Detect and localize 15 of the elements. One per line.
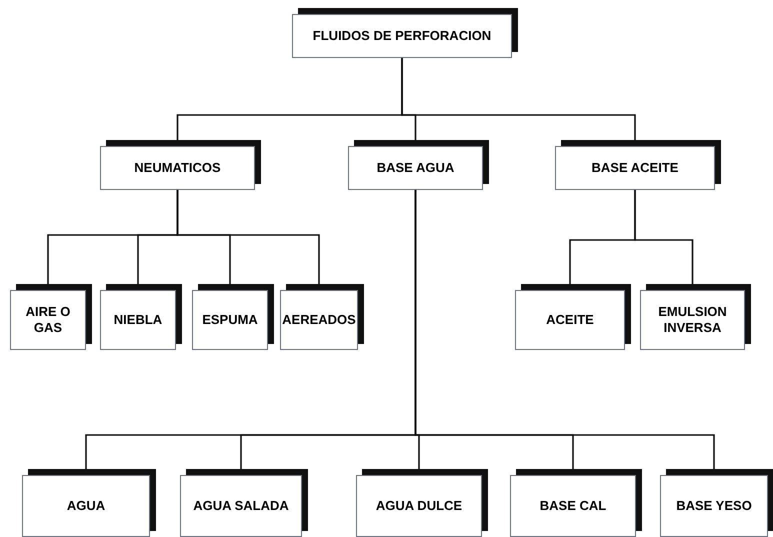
- category-label: AGUA SALADA: [193, 498, 289, 514]
- category-label: BASE ACEITE: [592, 160, 678, 176]
- category-label: EMULSION INVERSA: [657, 304, 728, 336]
- category-label: AEREADOS: [282, 312, 356, 328]
- category-label: BASE AGUA: [376, 160, 454, 176]
- category-label: BASE YESO: [676, 498, 752, 514]
- category-label: NIEBLA: [114, 312, 162, 328]
- category-label: NEUMATICOS: [134, 160, 221, 176]
- category-label: FLUIDOS DE PERFORACION: [312, 28, 492, 44]
- category-label: AIRE O GAS: [24, 304, 72, 336]
- category-label: AGUA DULCE: [376, 498, 462, 514]
- category-label: BASE CAL: [540, 498, 606, 514]
- category-label: AGUA: [66, 498, 106, 514]
- category-label: ESPUMA: [202, 312, 258, 328]
- category-label: ACEITE: [546, 312, 594, 328]
